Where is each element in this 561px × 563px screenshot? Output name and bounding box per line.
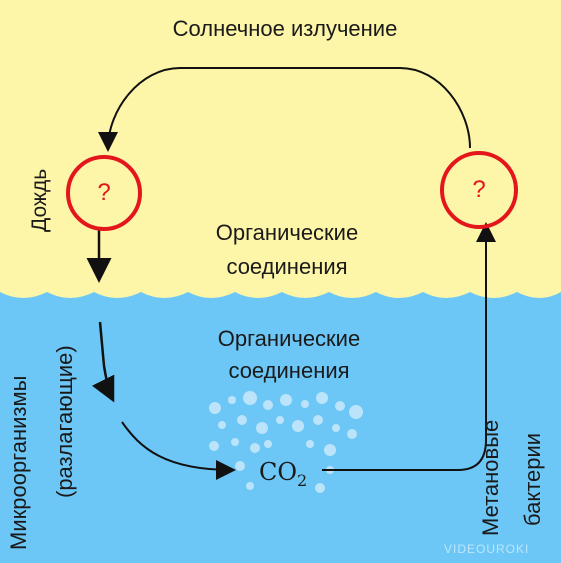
rain-label: Дождь bbox=[28, 168, 51, 232]
methane-arrow bbox=[322, 222, 496, 471]
land-organic-line2: соединения bbox=[226, 254, 348, 279]
co2-label: CO2 bbox=[259, 458, 307, 490]
unknown-left-circle: ? bbox=[66, 155, 142, 231]
co2-subscript: 2 bbox=[297, 470, 308, 490]
microorganisms-line2: (разлагающие) bbox=[52, 345, 77, 498]
unknown-right-circle: ? bbox=[440, 151, 518, 229]
to-co2-arrow bbox=[121, 421, 236, 480]
solar-radiation-label: Солнечное излучение bbox=[172, 16, 398, 41]
unknown-right-mark: ? bbox=[472, 176, 486, 203]
co2-bubbles bbox=[209, 391, 363, 493]
microorganisms-line1: Микроорганизмы bbox=[6, 375, 31, 550]
land-organic-line1: Органические bbox=[215, 220, 359, 245]
sun-arrow bbox=[98, 67, 471, 152]
co2-text: CO bbox=[259, 458, 298, 486]
water-area bbox=[0, 292, 561, 563]
decomposition-arrow bbox=[91, 321, 115, 403]
watermark: VIDEOUROKI bbox=[444, 542, 530, 556]
unknown-left-mark: ? bbox=[97, 179, 111, 206]
water-organic-line2: соединения bbox=[228, 358, 350, 383]
water-organic-line1: Органические bbox=[217, 326, 361, 351]
land-area bbox=[0, 0, 561, 300]
methane-line1: Метановые bbox=[478, 419, 503, 536]
methane-line2: бактерии bbox=[520, 432, 545, 526]
